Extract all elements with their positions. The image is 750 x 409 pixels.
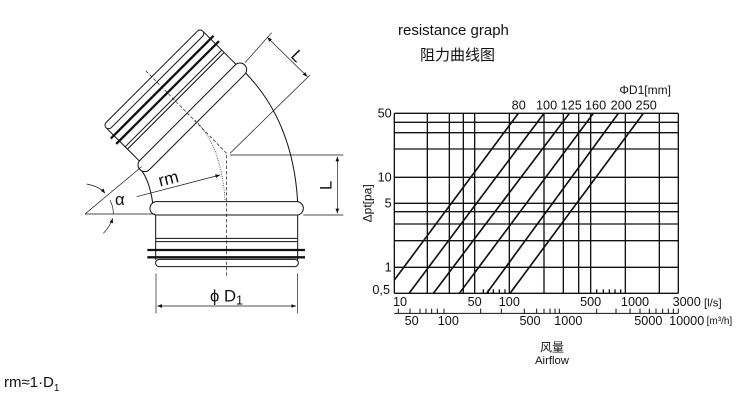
x2-tick-label: 100	[438, 314, 459, 328]
radius-label: rm	[156, 166, 180, 190]
inner-bend-arc	[140, 169, 154, 203]
x2-tick-label: 1000	[554, 314, 582, 328]
angle-label: α	[115, 190, 125, 209]
x2-unit: [m³/h]	[707, 316, 733, 327]
diameter-label-160: 160	[585, 98, 606, 112]
x2-tick-label: 10000	[669, 314, 704, 328]
x2-tick-label: 500	[519, 314, 540, 328]
length-label-right: L	[317, 181, 336, 190]
graph-title-english: resistance graph	[398, 22, 509, 39]
x1-tick-label: 100	[499, 295, 520, 309]
y-tick-label: 10	[378, 171, 392, 185]
x-label-english: Airflow	[535, 355, 570, 367]
x1-tick-label: 1000	[621, 295, 649, 309]
y-tick-label: 0,5	[372, 283, 390, 297]
resistance-curve-250	[509, 112, 645, 294]
formula-text: rm≈1·D	[4, 374, 54, 391]
elbow-drawing: α rm L L ϕ D1	[84, 29, 344, 314]
x2-tick-label: 50	[405, 314, 419, 328]
x1-tick-label: 500	[580, 295, 601, 309]
y-axis-label: Δpt[pa]	[361, 184, 375, 222]
outer-bend-arc	[242, 69, 299, 203]
graph-title-chinese: 阻力曲线图	[420, 46, 496, 64]
x1-tick-label: 3000	[673, 295, 701, 309]
diameter-label-125: 125	[561, 98, 582, 112]
resistance-curve-125	[432, 112, 570, 294]
resistance-curve-200	[485, 112, 620, 294]
y-tick-label: 50	[378, 106, 392, 120]
diameter-label: ϕ D1	[210, 287, 243, 308]
radius-formula: rm≈1·D1	[4, 374, 59, 394]
diameter-label-80: 80	[512, 98, 526, 112]
x1-unit: [l/s]	[704, 298, 722, 310]
diameter-label-250: 250	[636, 98, 657, 112]
resistance-curve-160	[458, 112, 595, 294]
diameter-label-100: 100	[536, 98, 557, 112]
resistance-curve-80	[393, 112, 520, 281]
x1-tick-label: 50	[468, 295, 482, 309]
y-tick-label: 1	[385, 261, 392, 275]
x2-tick-label: 5000	[634, 314, 662, 328]
x1-tick-label: 10	[393, 295, 407, 309]
upper-pipe	[104, 29, 248, 173]
formula-subscript: 1	[53, 383, 60, 394]
x-label-chinese: 风量	[540, 341, 564, 355]
y-tick-label: 5	[385, 197, 392, 211]
diameter-header: ΦD1[mm]	[619, 83, 671, 97]
length-label-upper: L	[287, 46, 307, 66]
diameter-label-200: 200	[611, 98, 632, 112]
resistance-curve-100	[408, 112, 545, 294]
